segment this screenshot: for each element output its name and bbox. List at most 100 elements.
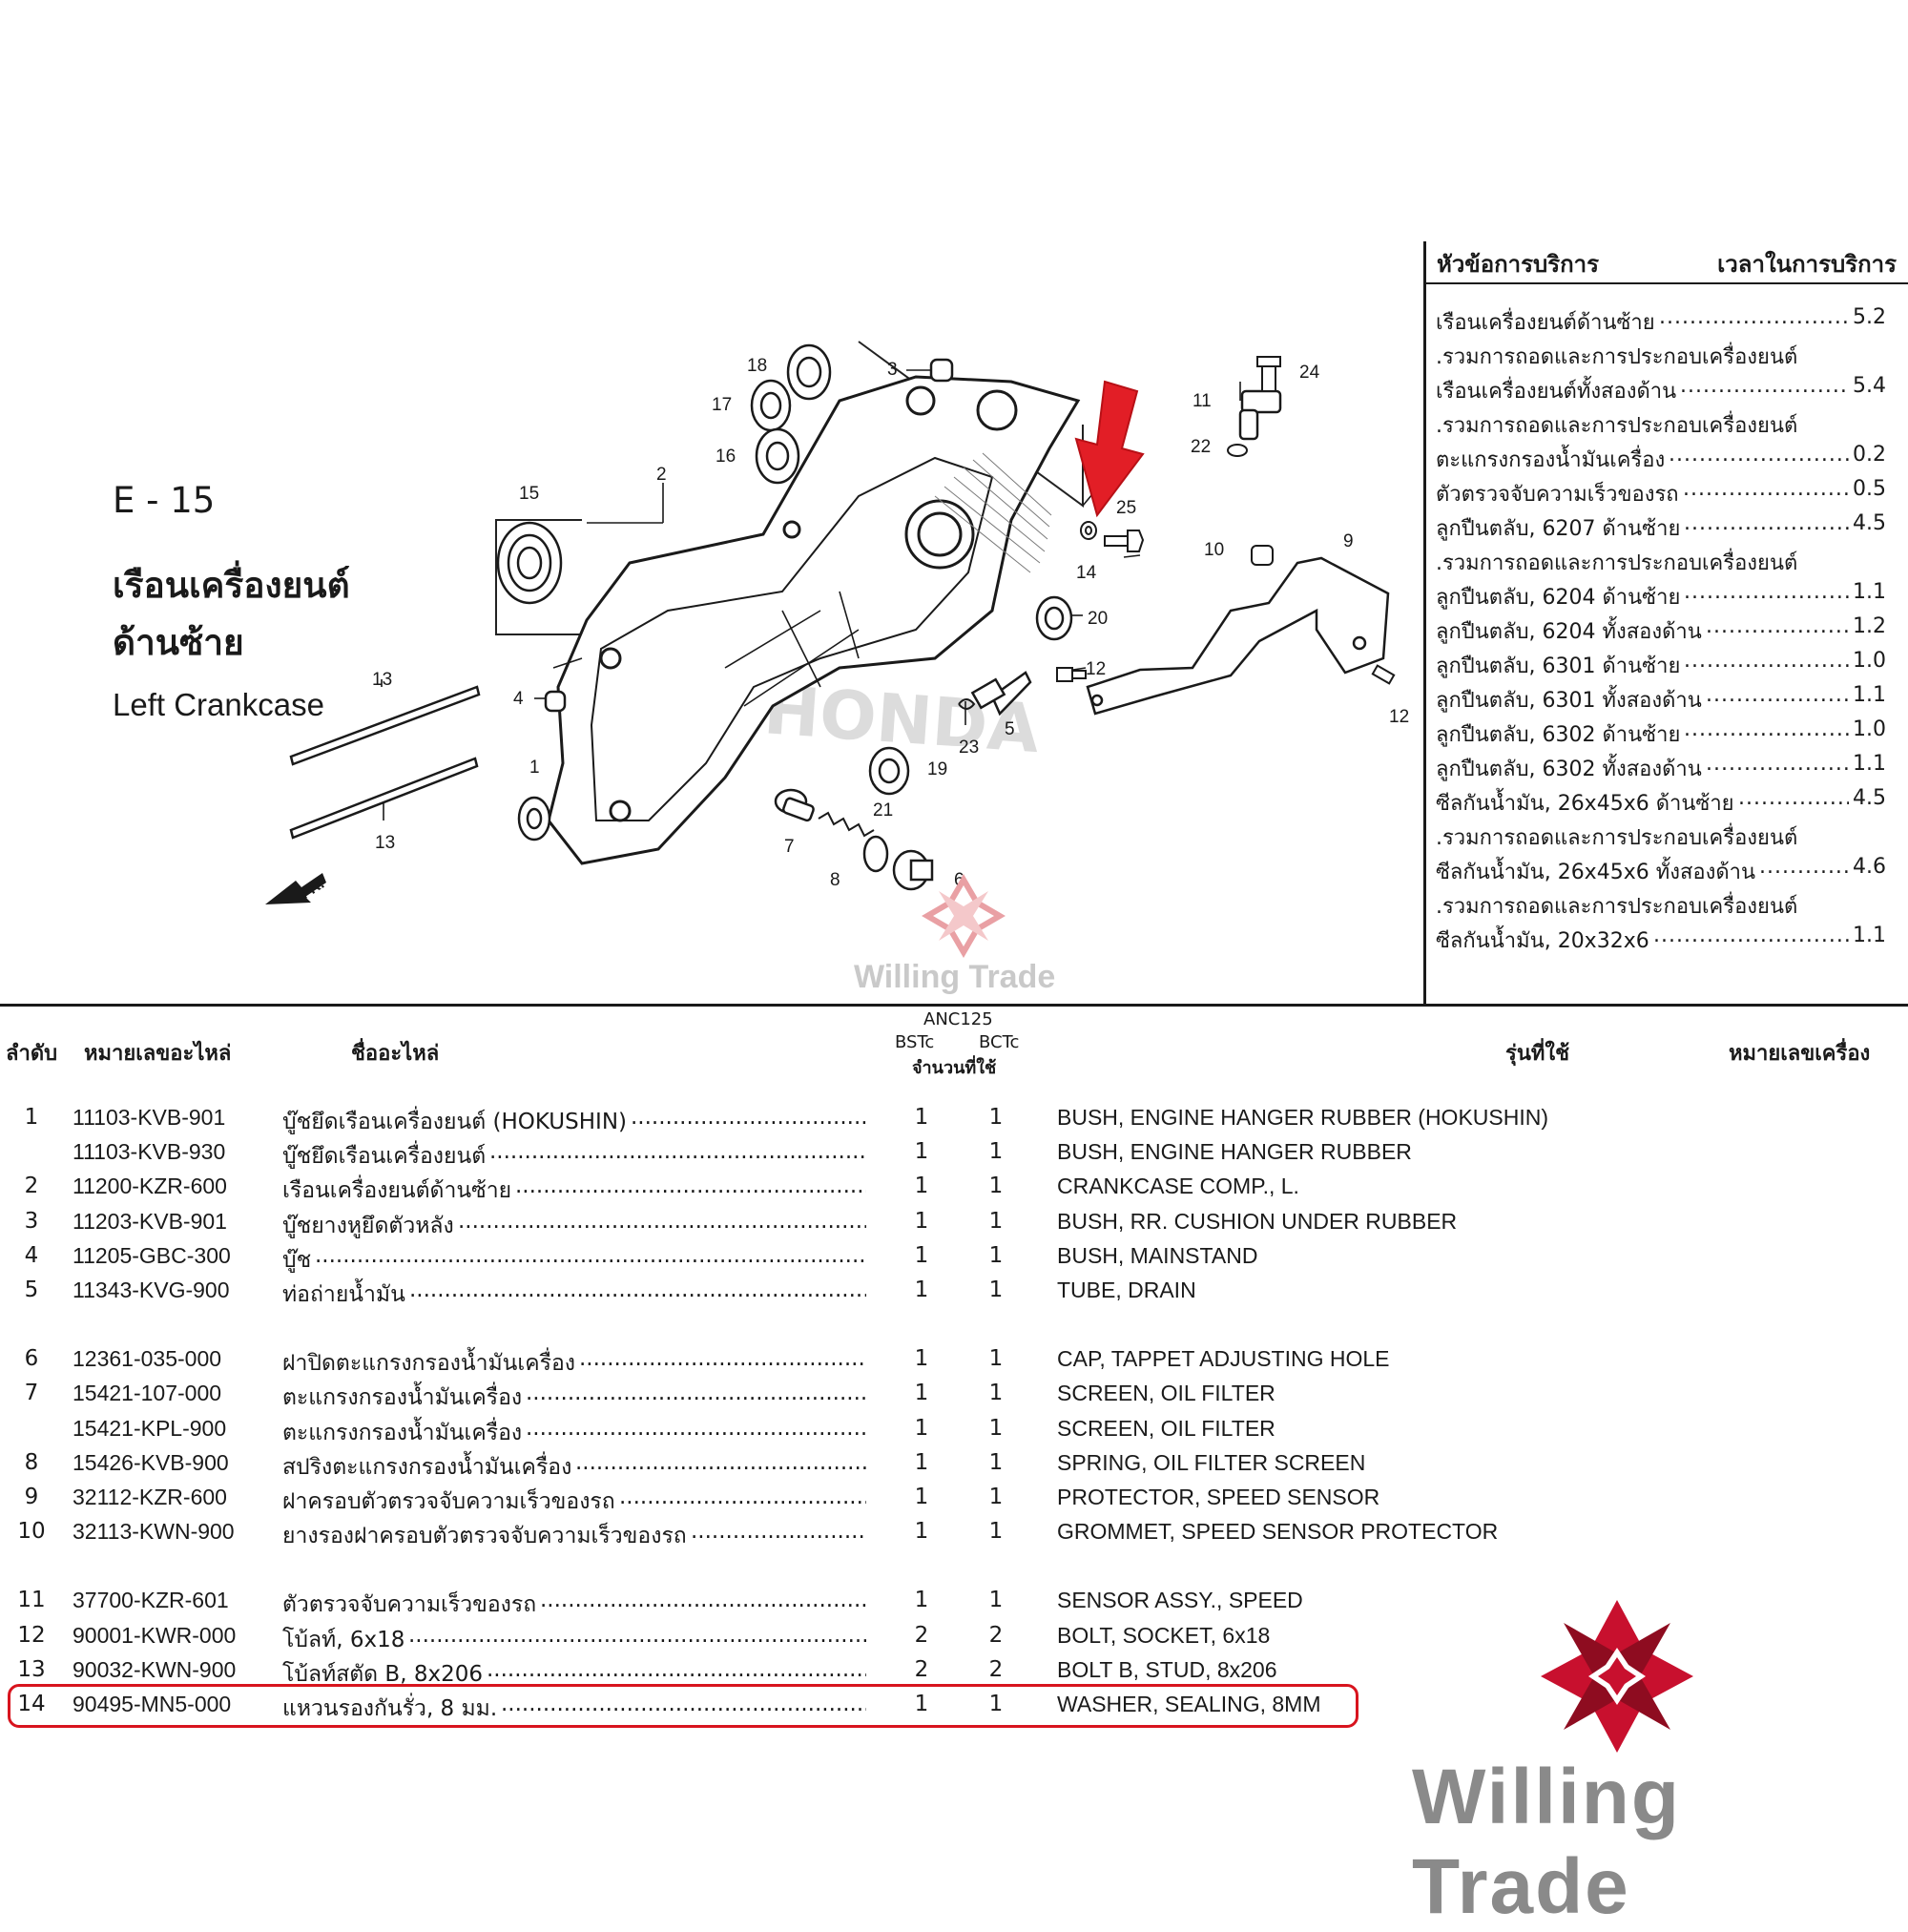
table-row: 7 15421-107-000 ตะแกรงกรองน้ำมันเครื่อง 1 1 S… xyxy=(0,1381,1908,1413)
row-part-name-en: BUSH, MAINSTAND xyxy=(1057,1242,1258,1268)
callout-6: 6 xyxy=(954,870,964,890)
row-part-number: 90001-KWR-000 xyxy=(73,1622,237,1648)
row-ref-number: 10 xyxy=(17,1519,46,1545)
cap-6 xyxy=(892,849,934,891)
row-qty-bstc: 1 xyxy=(914,1278,929,1302)
service-item-leader-dots: ........................................… xyxy=(1684,580,1849,604)
callout-14: 14 xyxy=(1076,563,1097,583)
service-item: ลูกปืนตลับ, 6204 ทั้งสองด้าน............… xyxy=(1436,614,1886,649)
callout-11: 11 xyxy=(1192,391,1212,411)
row-part-name-th: ตะแกรงกรองน้ำมันเครื่อง xyxy=(282,1420,523,1445)
watermark-small: Willing Trade xyxy=(854,959,1056,995)
row-leader-dots: ........................................… xyxy=(409,1278,866,1302)
callout-numbers: 1 2 3 4 5 6 7 8 9 10 11 12 12 13 13 14 1… xyxy=(372,356,1409,890)
service-item-leader-dots: ........................................… xyxy=(1738,786,1849,810)
service-item-name: ซีลกันน้ำมัน, 20x32x6 xyxy=(1436,929,1649,953)
service-item-time: 4.5 xyxy=(1853,511,1886,535)
callout-12a: 12 xyxy=(1086,659,1106,679)
bush-4 xyxy=(544,690,567,713)
service-item-leader-dots: ........................................… xyxy=(1706,683,1849,707)
row-part-name-en: BUSH, ENGINE HANGER RUBBER xyxy=(1057,1139,1412,1165)
row-part-name-th: ตะแกรงกรองน้ำมันเครื่อง xyxy=(282,1385,523,1411)
row-qty-bstc: 1 xyxy=(914,1105,929,1130)
row-qty-bctc: 1 xyxy=(988,1485,1004,1509)
o-ring-21 xyxy=(862,835,889,873)
service-item-time: 5.4 xyxy=(1853,374,1886,398)
row-ref-number: 11 xyxy=(17,1588,46,1613)
row-qty-bctc: 1 xyxy=(988,1105,1004,1130)
row-part-number: 11103-KVB-930 xyxy=(73,1139,226,1165)
callout-9: 9 xyxy=(1343,531,1354,551)
service-item-time: 0.5 xyxy=(1853,477,1886,501)
row-qty-bstc: 1 xyxy=(914,1381,929,1406)
row-part-name-th: บู๊ชยางหูยึดตัวหลัง xyxy=(282,1213,454,1238)
row-qty-bctc: 2 xyxy=(988,1622,1004,1648)
row-part-name-th: ฝาครอบตัวตรวจจับความเร็วของรถ xyxy=(282,1489,615,1514)
service-item: ลูกปืนตลับ, 6204 ด้านซ้าย...............… xyxy=(1436,580,1886,614)
row-part-name-en: CAP, TAPPET ADJUSTING HOLE xyxy=(1057,1346,1390,1372)
service-item-leader-dots: ........................................… xyxy=(1653,924,1849,947)
row-part-name-en: SCREEN, OIL FILTER xyxy=(1057,1415,1275,1441)
stud-bolts-13 xyxy=(289,685,481,840)
callout-8: 8 xyxy=(830,870,840,890)
service-header-topic: หัวข้อการบริการ xyxy=(1437,251,1600,278)
service-item-leader-dots: ........................................… xyxy=(1659,305,1849,329)
bolt-12-left xyxy=(1056,667,1087,682)
row-leader-dots: ........................................… xyxy=(458,1208,866,1234)
row-ref-number: 7 xyxy=(24,1381,39,1406)
service-item-name: ลูกปืนตลับ, 6207 ด้านซ้าย xyxy=(1436,517,1681,541)
bush-1 xyxy=(517,796,551,841)
row-part-number: 15421-107-000 xyxy=(73,1381,222,1406)
row-qty-bstc: 1 xyxy=(914,1346,929,1372)
service-item: ลูกปืนตลับ, 6301 ด้านซ้าย...............… xyxy=(1436,649,1886,683)
row-part-name-en: BOLT B, STUD, 8x206 xyxy=(1057,1656,1277,1682)
row-part-name-th: บู๊ช xyxy=(282,1247,312,1273)
row-part-name-en: BOLT, SOCKET, 6x18 xyxy=(1057,1622,1271,1648)
row-part-name-en: SCREEN, OIL FILTER xyxy=(1057,1381,1275,1406)
row-qty-bctc: 1 xyxy=(988,1381,1004,1406)
page-code: E - 15 xyxy=(113,480,216,521)
row-part-name-th: แหวนรองกันรั่ว, 8 มม. xyxy=(282,1696,498,1721)
crankcase-hatching xyxy=(934,452,1052,573)
oil-seal-19 xyxy=(868,746,910,796)
row-part-name-th: โบ้ลท์, 6x18 xyxy=(282,1627,405,1652)
exploded-diagram: HONDA 1 2 3 xyxy=(265,341,1409,958)
row-qty-bstc: 1 xyxy=(914,1449,929,1475)
service-item-name: ซีลกันน้ำมัน, 26x45x6 ด้านซ้าย xyxy=(1436,792,1734,816)
row-part-name-th: โบ้ลท์สตัด B, 8x206 xyxy=(282,1661,483,1687)
callout-13b: 13 xyxy=(375,833,395,853)
highlight-row-14 xyxy=(8,1684,1358,1728)
row-qty-bstc: 1 xyxy=(914,1485,929,1509)
row-part-number: 12361-035-000 xyxy=(73,1346,222,1372)
section-title-th: เรือนเครื่องยนต์ ด้านซ้าย xyxy=(113,557,350,672)
row-qty-bctc: 1 xyxy=(988,1139,1004,1165)
col-header-qty: จำนวนที่ใช้ xyxy=(912,1058,997,1078)
service-item: ซีลกันน้ำมัน, 20x32x6...................… xyxy=(1436,924,1886,958)
service-item: ตัวตรวจจับความเร็วของรถ.................… xyxy=(1436,477,1886,511)
col-header-model: ANC125 xyxy=(923,1009,993,1029)
row-part-number: 11205-GBC-300 xyxy=(73,1242,231,1268)
callout-13a: 13 xyxy=(372,670,392,690)
callout-1: 1 xyxy=(529,758,540,778)
section-title-th-line2: ด้านซ้าย xyxy=(113,622,244,663)
row-qty-bctc: 1 xyxy=(988,1208,1004,1234)
row-qty-bctc: 1 xyxy=(988,1449,1004,1475)
service-item-name: ตะแกรงกรองน้ำมันเครื่อง xyxy=(1436,448,1666,472)
row-qty-bctc: 1 xyxy=(988,1278,1004,1302)
row-part-name-en: GROMMET, SPEED SENSOR PROTECTOR xyxy=(1057,1519,1499,1545)
service-item: เรือนเครื่องยนต์ทั้งสองด้าน.............… xyxy=(1436,374,1886,408)
service-item-name: .รวมการถอดและการประกอบเครื่องยนต์ xyxy=(1436,345,1798,369)
row-ref-number: 5 xyxy=(24,1278,39,1302)
bearing-18 xyxy=(786,343,832,401)
row-part-number: 90495-MN5-000 xyxy=(73,1692,232,1716)
row-ref-number: 1 xyxy=(24,1105,39,1130)
row-part-name-th: ยางรองฝาครอบตัวตรวจจับความเร็วของรถ xyxy=(282,1524,687,1549)
